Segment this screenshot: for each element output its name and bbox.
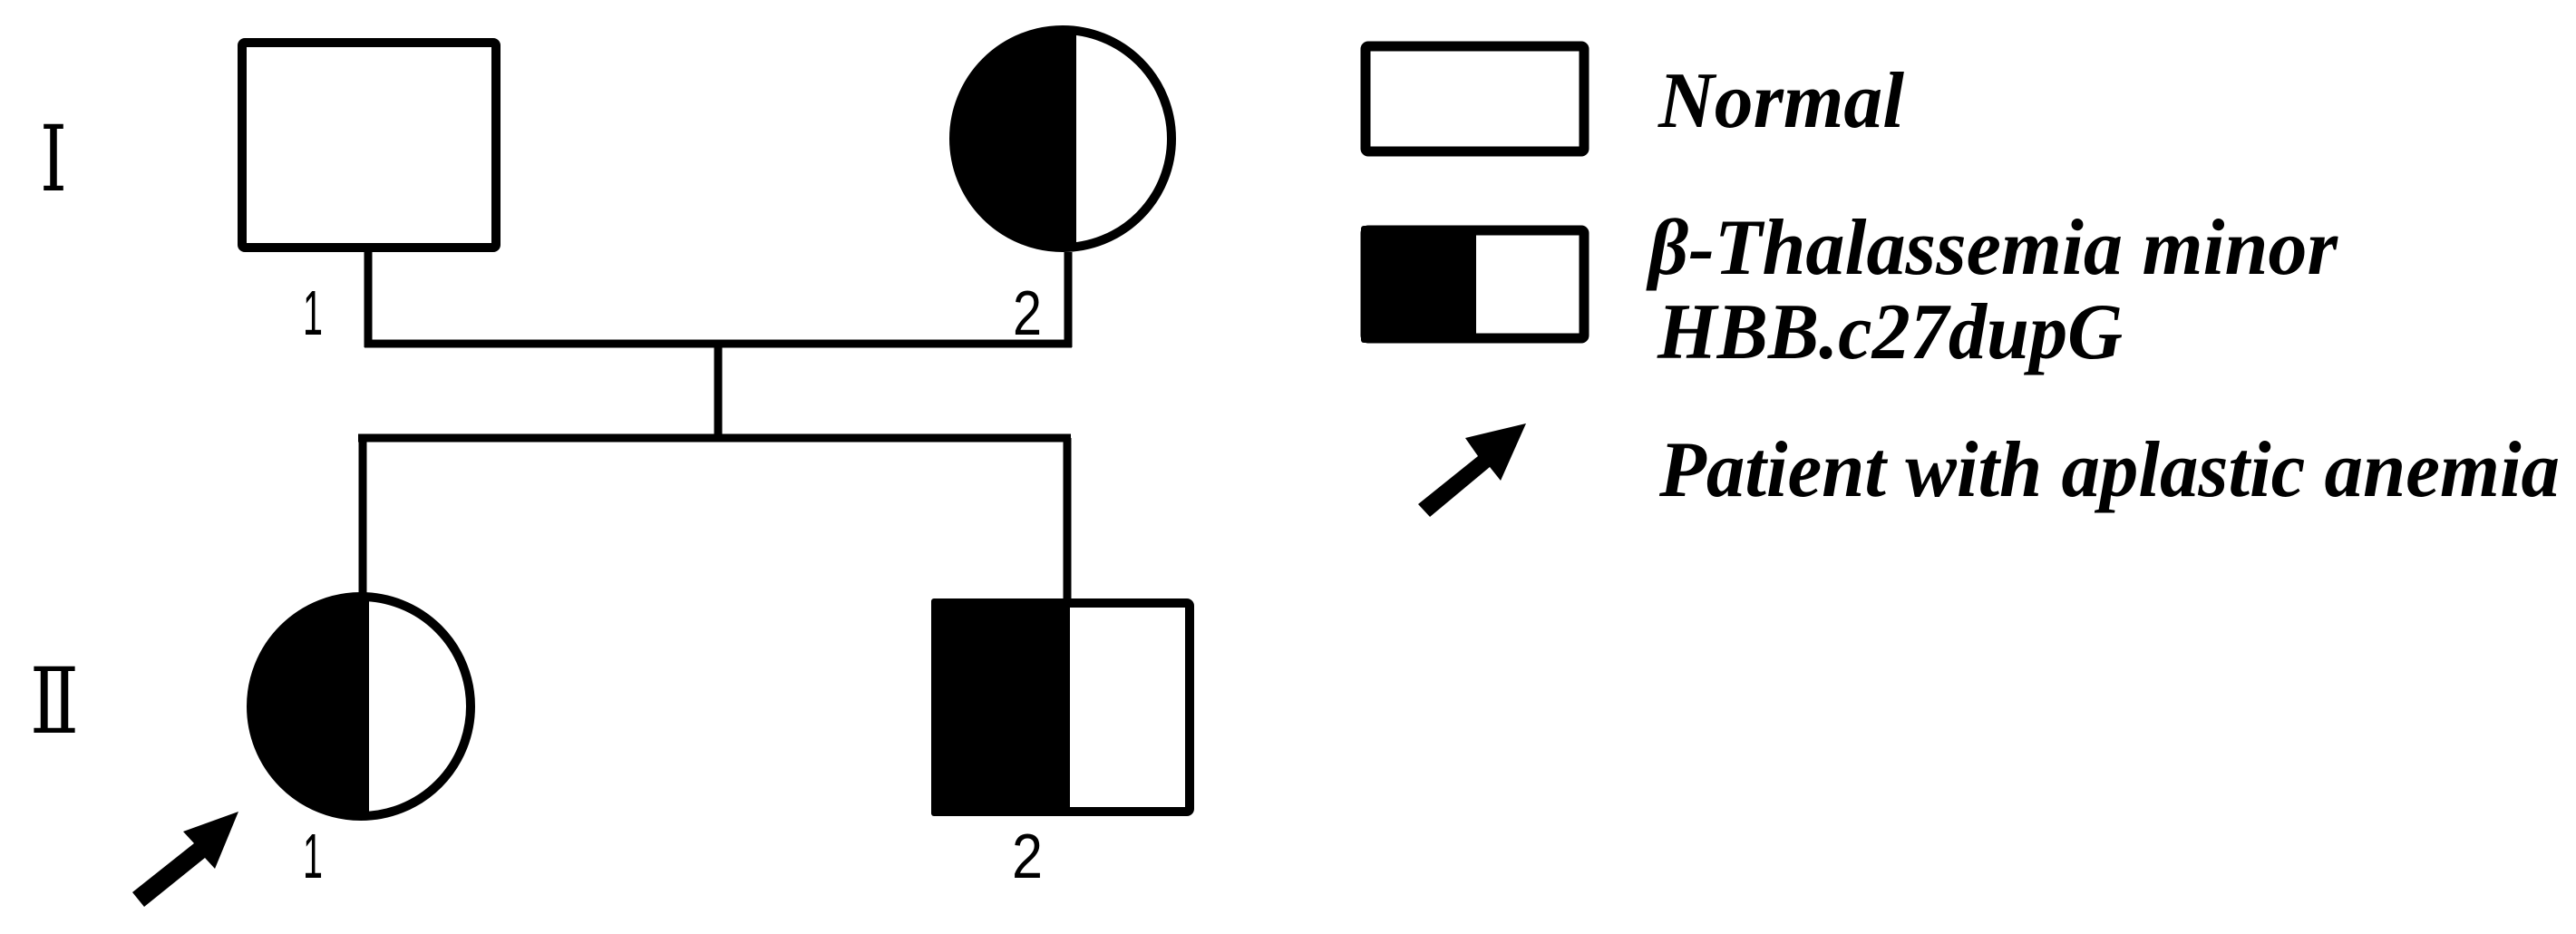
- legend-label-mutation: HBB.c27dupG: [1657, 288, 2123, 376]
- generation-label-2: Ⅱ: [30, 648, 79, 754]
- legend-label-thalassemia: β-Thalassemia minor: [1646, 204, 2338, 292]
- legend-item-normal: Normal: [1360, 41, 1905, 157]
- individual-number: 2: [1012, 821, 1043, 891]
- individual-I-2[interactable]: 2: [949, 25, 1176, 348]
- proband-arrow-icon: [132, 812, 238, 907]
- legend-open-square-icon: [1360, 41, 1589, 157]
- legend-item-patient: Patient with aplastic anemia: [1418, 423, 2560, 517]
- individual-II-1[interactable]: 1: [132, 592, 475, 907]
- legend-half-fill: [1361, 226, 1476, 343]
- generation-label-1: Ⅰ: [40, 106, 67, 212]
- half-fill: [931, 598, 1070, 816]
- half-fill-left: [954, 30, 1063, 248]
- half-fill: [252, 593, 365, 820]
- individual-number: 1: [303, 277, 323, 348]
- individual-number: 1: [303, 821, 323, 891]
- individual-I-1[interactable]: 1: [238, 38, 501, 348]
- legend-arrow-icon: [1418, 423, 1526, 517]
- legend-label-normal: Normal: [1657, 57, 1905, 145]
- individual-number: 2: [1013, 277, 1042, 348]
- individual-II-2[interactable]: 2: [931, 598, 1194, 891]
- male-square-normal: [238, 38, 501, 252]
- legend-item-thalassemia: β-Thalassemia minor HBB.c27dupG: [1360, 204, 2338, 376]
- legend-label-patient: Patient with aplastic anemia: [1658, 426, 2560, 514]
- pedigree-lines: [358, 252, 1073, 600]
- legend: Normal β-Thalassemia minor HBB.c27dupG P…: [1360, 41, 2560, 517]
